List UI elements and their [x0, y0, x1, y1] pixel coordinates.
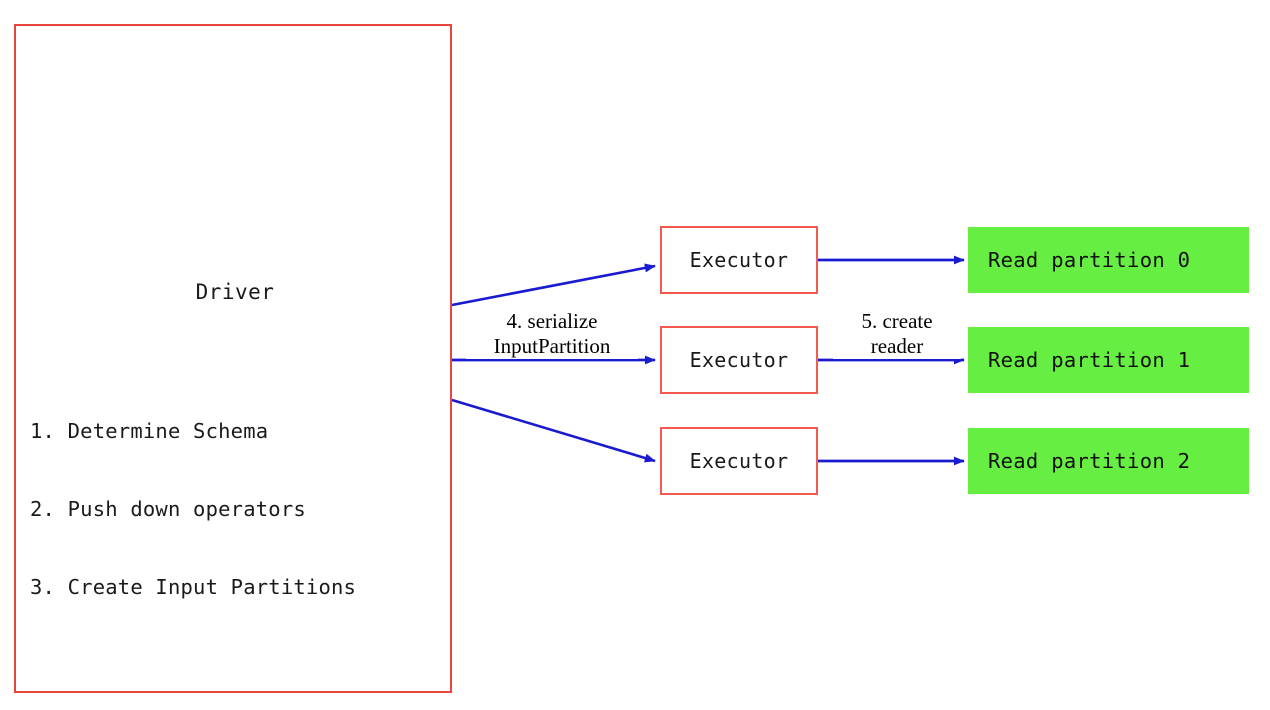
driver-step-1: 1. Determine Schema	[30, 419, 269, 443]
edge-label-serialize-line-1: 4. serialize	[506, 309, 598, 333]
edge-label-create-line-2: reader	[870, 334, 924, 358]
edge-label-serialize: 4. serialize InputPartition	[466, 309, 638, 359]
edge-label-create-reader: 5. create reader	[833, 309, 961, 359]
edge-label-create-line-1: 5. create	[861, 309, 933, 333]
read-partition-node-1: Read partition 1	[968, 327, 1249, 393]
read-partition-node-0: Read partition 0	[968, 227, 1249, 293]
driver-title: Driver	[195, 280, 275, 304]
read-partition-node-2: Read partition 2	[968, 428, 1249, 494]
edge-label-serialize-line-2: InputPartition	[493, 334, 611, 358]
driver-step-2: 2. Push down operators	[30, 497, 306, 521]
edge-driver-to-executor-2	[451, 398, 656, 463]
driver-node: Driver 1. Determine Schema 2. Push down …	[14, 24, 452, 693]
executor-node-1: Executor	[660, 326, 818, 394]
executor-node-0: Executor	[660, 226, 818, 294]
driver-step-3: 3. Create Input Partitions	[30, 575, 357, 599]
executor-node-2: Executor	[660, 427, 818, 495]
edge-driver-to-executor-0	[451, 263, 656, 307]
driver-step-list: 1. Determine Schema 2. Push down operato…	[30, 366, 450, 652]
